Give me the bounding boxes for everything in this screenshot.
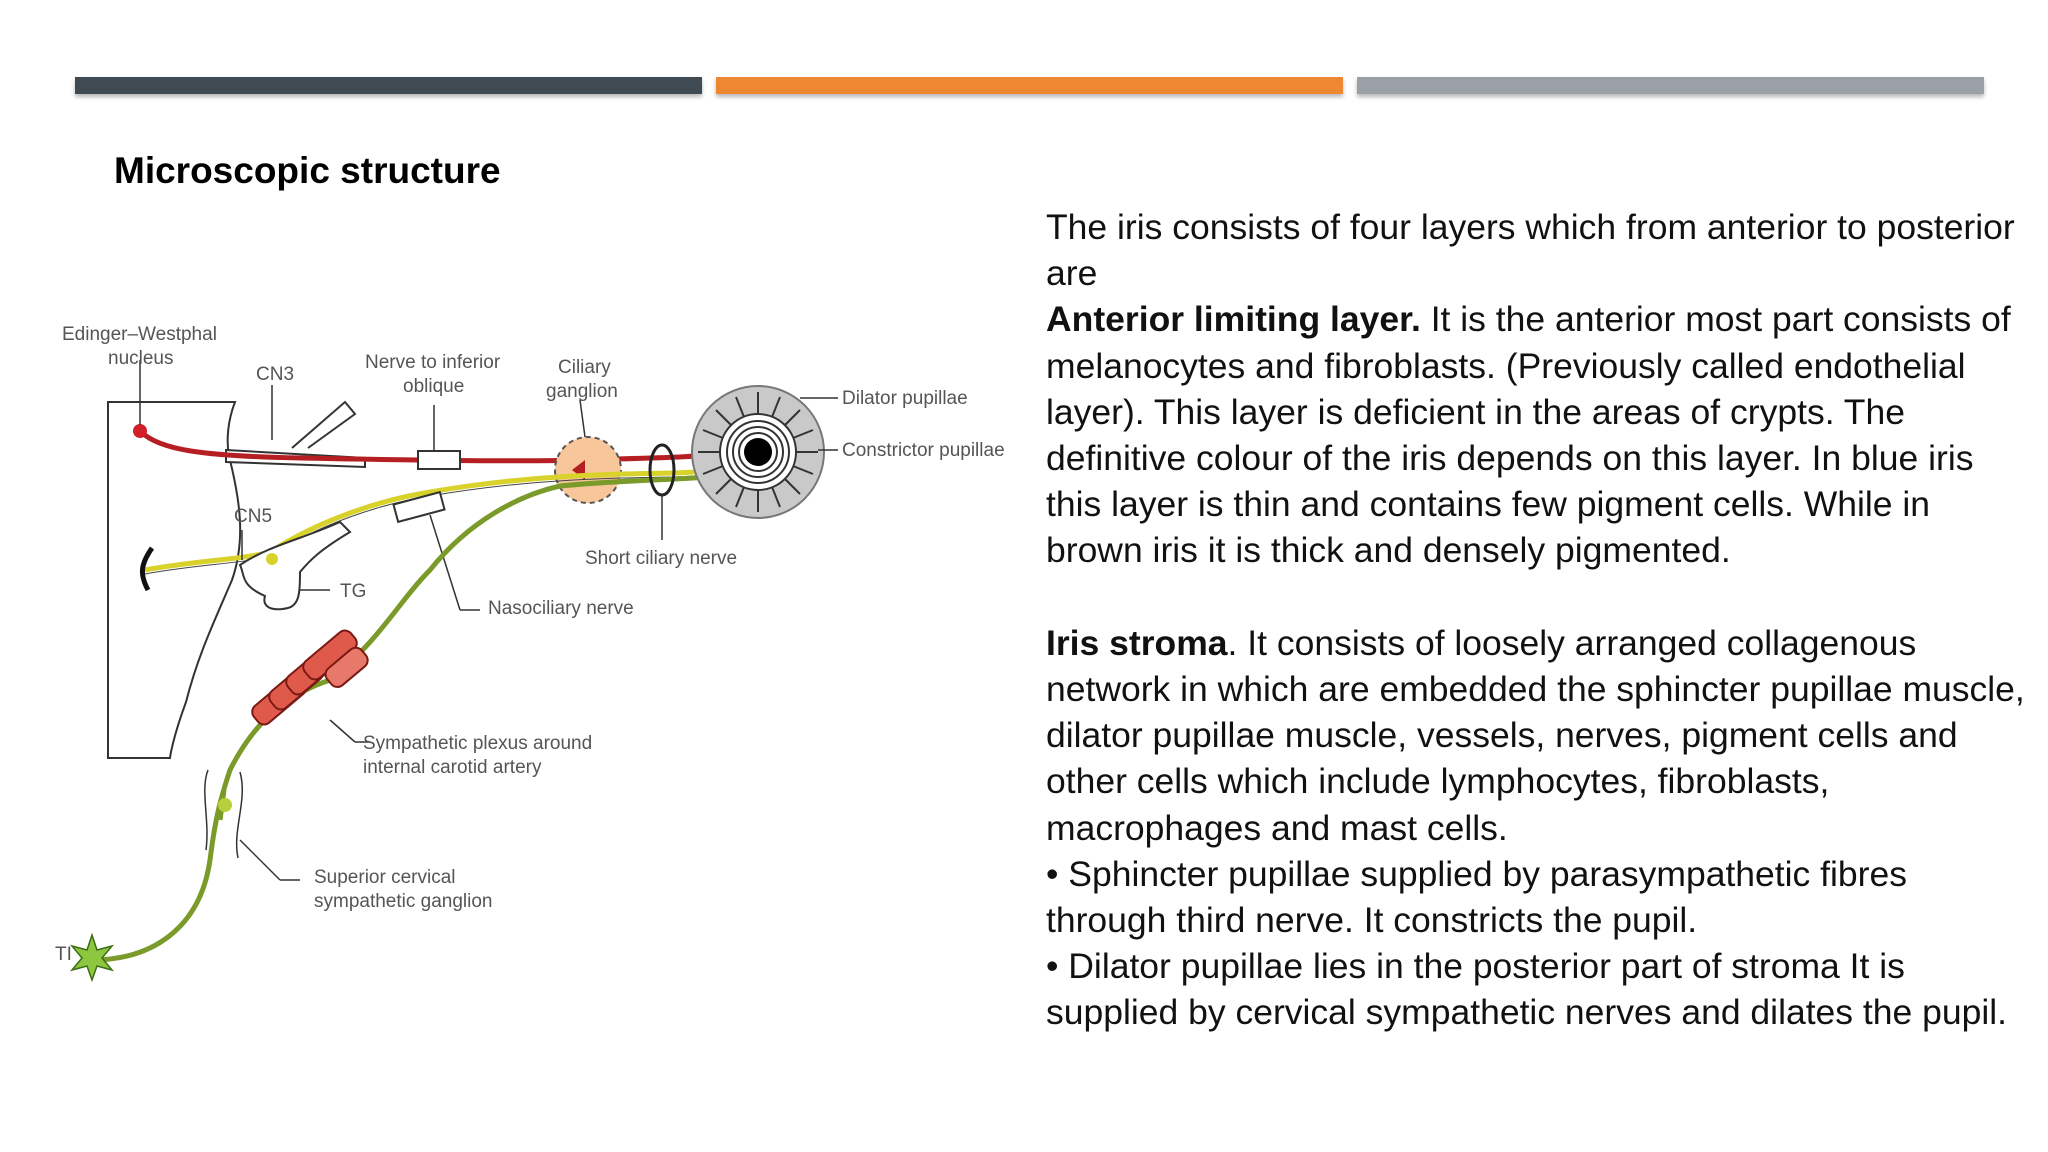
trigeminal-ganglion (238, 520, 352, 611)
header-bar-dark (75, 77, 702, 94)
label-sp-1: Sympathetic plexus around (363, 733, 592, 754)
label-scg-1: Superior cervical (314, 867, 456, 888)
label-cg-1: Ciliary (558, 357, 611, 378)
label-nasociliary: Nasociliary nerve (488, 598, 634, 619)
bullet-sphincter: • Sphincter pupillae supplied by parasym… (1046, 853, 1907, 941)
short-ciliary-nerve-ring (648, 443, 676, 497)
label-ew-1: Edinger–Westphal (62, 324, 217, 345)
superior-cervical-ganglion-dot (218, 798, 232, 812)
cn3-branch-tube (291, 400, 357, 449)
label-t1: TI (55, 944, 72, 965)
label-constrictor: Constrictor pupillae (842, 440, 1005, 461)
sympathetic-plexus-coils (251, 629, 369, 726)
label-nio-1: Nerve to inferior (365, 352, 501, 373)
nasociliary-fibre (144, 465, 721, 573)
intro-paragraph: The iris consists of four layers which f… (1046, 207, 2015, 294)
label-nio-2: oblique (403, 376, 464, 397)
label-tg: TG (340, 581, 366, 602)
nasociliary-box (392, 490, 446, 524)
anterior-limiting-body: It is the anterior most part consists of… (1046, 299, 2011, 571)
label-cn3: CN3 (256, 364, 294, 385)
stroma-body: . It consists of loosely arranged collag… (1046, 622, 2025, 848)
edinger-westphal-nucleus-dot (133, 424, 147, 438)
stroma-heading: Iris stroma (1046, 622, 1228, 663)
label-scg-2: sympathetic ganglion (314, 891, 493, 912)
iris-innervation-diagram: Edinger–Westphal nucleus CN3 Nerve to in… (55, 324, 1005, 983)
slide-title: Microscopic structure (114, 150, 501, 191)
brainstem-outline (107, 401, 242, 759)
t1-neuron-star (69, 932, 115, 983)
label-short-ciliary: Short ciliary nerve (585, 548, 737, 569)
ciliary-ganglion (554, 436, 622, 504)
label-dilator: Dilator pupillae (842, 388, 968, 409)
stroma-paragraph: Iris stroma. It consists of loosely arra… (1046, 620, 2031, 851)
iris-illustration (691, 385, 825, 519)
label-sp-2: internal carotid artery (363, 757, 542, 778)
header-bar-orange (716, 77, 1343, 94)
label-cn5: CN5 (234, 506, 272, 527)
anterior-limiting-paragraph: Anterior limiting layer. It is the anter… (1046, 296, 2031, 573)
bullet-dilator: • Dilator pupillae lies in the posterior… (1046, 946, 2007, 1033)
anterior-limiting-heading: Anterior limiting layer. (1046, 299, 1421, 340)
label-cg-2: ganglion (546, 381, 618, 402)
body-text: The iris consists of four layers which f… (1046, 204, 2031, 1036)
label-ew-2: nucleus (108, 348, 174, 369)
nerve-to-inferior-oblique-box (417, 450, 461, 470)
header-bar-gray (1357, 77, 1984, 94)
